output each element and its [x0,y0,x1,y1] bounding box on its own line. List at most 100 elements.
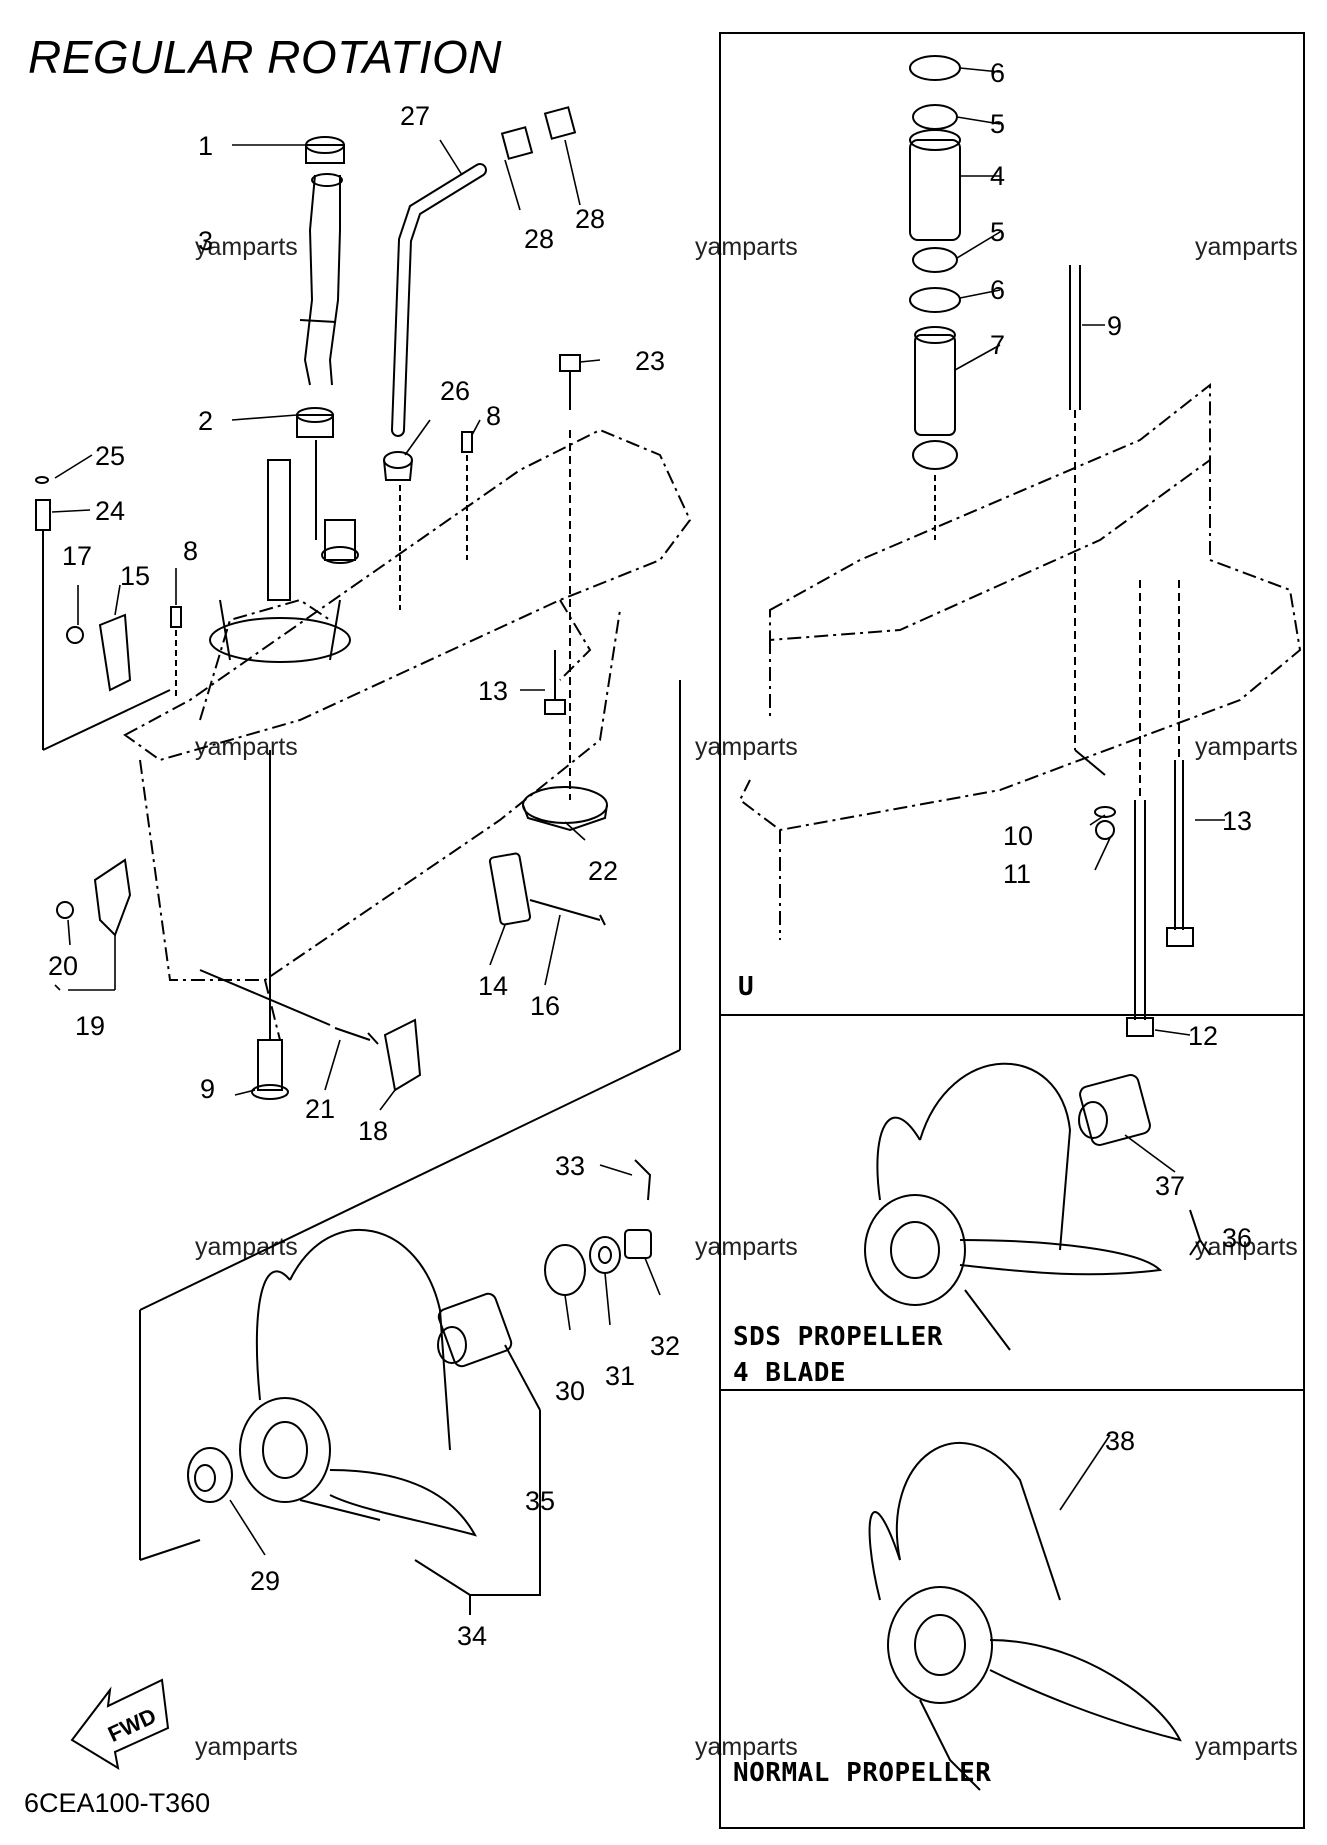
bolt-23 [559,354,581,800]
callout-6a: 6 [990,58,1005,88]
callout-7: 7 [990,330,1005,360]
callout-5b: 5 [990,217,1005,247]
callout-11: 11 [1003,859,1031,889]
cover-18 [383,1018,422,1092]
clip-28b [543,106,577,140]
watermark: yamparts [695,1233,798,1261]
bushing-37 [1078,1074,1151,1146]
watermark: yamparts [695,733,798,761]
callout-23: 23 [635,346,665,376]
callout-18: 18 [358,1116,388,1146]
callout-27: 27 [400,101,430,131]
callout-14: 14 [478,971,508,1001]
callout-25: 25 [95,441,125,471]
watermark: yamparts [195,233,298,261]
bolt-13-left [544,650,566,715]
water-pump-housing [209,459,359,663]
watermark: yamparts [1195,1733,1298,1761]
callout-1: 1 [198,131,213,161]
callout-30: 30 [555,1376,585,1406]
callout-15: 15 [120,561,150,591]
callout-32: 32 [650,1331,680,1361]
seal-5b [912,247,958,273]
panel-normal-propeller [719,1389,1305,1829]
sleeve-7 [914,326,956,436]
callout-20: 20 [48,951,78,981]
nut-17 [66,626,84,644]
callout-4: 4 [990,161,1005,191]
panel-u-label: U [738,972,755,1002]
clip-28a [500,126,534,160]
callout-5a: 5 [990,109,1005,139]
callout-10: 10 [1003,821,1033,851]
sds-propeller-label: SDS PROPELLER [733,1322,943,1352]
diagram-title: REGULAR ROTATION [28,31,502,83]
callout-9b: 9 [1107,311,1122,341]
callout-6b: 6 [990,275,1005,305]
watermark: yamparts [1195,233,1298,261]
callout-3: 3 [198,226,213,256]
lower-casing [123,428,692,1041]
watermark: yamparts [195,733,298,761]
bolt-12 [1126,580,1154,1037]
fitting-26 [383,451,413,610]
stud-9 [1069,265,1081,750]
normal-propeller [868,1441,1182,1791]
callout-22: 22 [588,856,618,886]
anode-22 [522,786,608,832]
o-ring-25 [35,476,49,484]
dowel-8b [170,606,182,628]
watermark: yamparts [195,1233,298,1261]
callout-9a: 9 [200,1074,215,1104]
callout-numbers: 1 2 3 4 5 5 6 6 7 8 8 9 9 10 11 12 13 13… [48,58,1252,1747]
callout-8b: 8 [183,536,198,566]
water-tube [299,173,343,386]
bushing-6a [909,55,961,81]
callout-33: 33 [555,1151,585,1181]
fwd-arrow [70,1678,170,1771]
propeller-34 [239,1228,478,1537]
callout-12: 12 [1188,1021,1218,1051]
watermark: yamparts [195,1733,298,1761]
callout-13b: 13 [1222,806,1252,836]
screw-16 [529,899,606,926]
callout-34: 34 [457,1621,487,1651]
fwd-label: FWD [104,1703,160,1747]
washer-31 [589,1236,621,1274]
dowel-8a [461,431,473,453]
callout-21: 21 [305,1094,335,1124]
panel-sds-propeller [719,1014,1305,1391]
watermark: yamparts [1195,733,1298,761]
watermark: yamparts [695,233,798,261]
callout-24: 24 [95,496,125,526]
leader-lines [51,67,1225,1556]
bolt-13-right [1166,580,1194,947]
callout-35: 35 [525,1486,555,1516]
callout-17: 17 [62,541,92,571]
callout-2: 2 [198,406,213,436]
callout-37: 37 [1155,1171,1185,1201]
callout-16: 16 [530,991,560,1021]
callout-31: 31 [605,1361,635,1391]
callout-28a: 28 [524,224,554,254]
callout-28b: 28 [575,204,605,234]
nut-11 [1095,820,1115,840]
callout-36: 36 [1222,1223,1252,1253]
callout-26: 26 [440,376,470,406]
callout-13a: 13 [478,676,508,706]
screw-21 [334,1027,379,1045]
callout-8a: 8 [486,401,501,431]
nipple-24 [35,499,171,751]
sds-blade-label: 4 BLADE [733,1358,847,1388]
normal-propeller-label: NORMAL PROPELLER [733,1758,992,1788]
collar-4 [909,129,961,241]
callout-38: 38 [1105,1426,1135,1456]
cotter-pin-33 [634,1159,652,1201]
washer-30 [544,1244,586,1296]
bushing-6b [909,287,961,313]
spacer-29 [187,1447,233,1503]
nut-32 [624,1229,652,1259]
upper-casing [738,382,1302,940]
plate-15 [98,613,132,692]
